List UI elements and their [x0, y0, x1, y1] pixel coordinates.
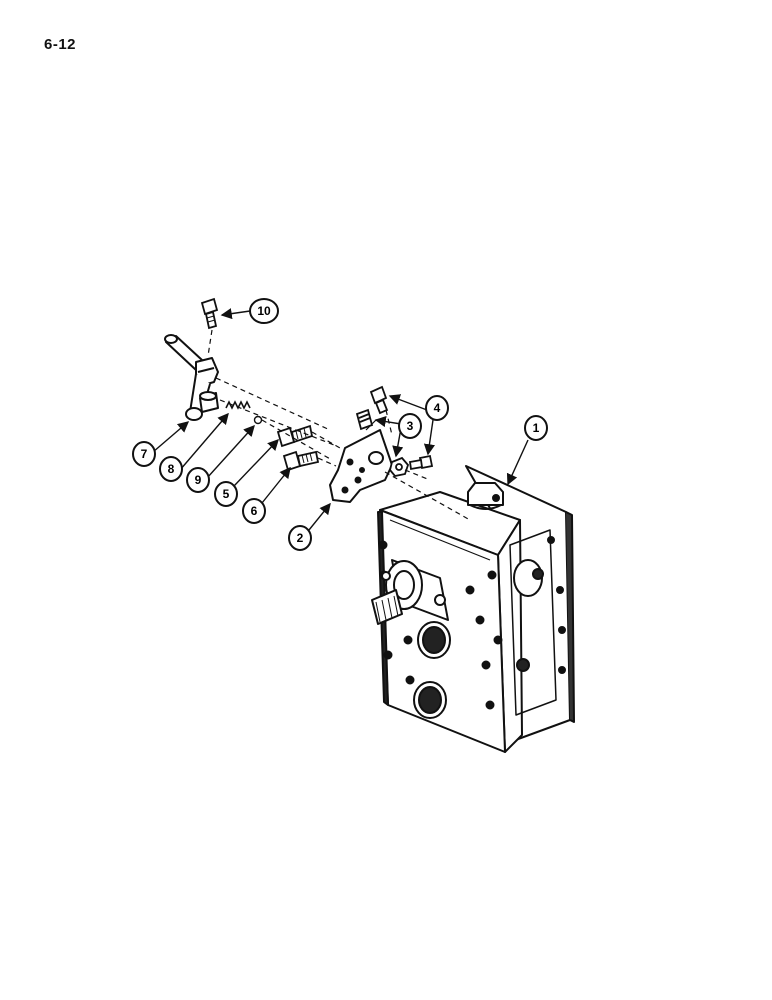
detent-ball	[253, 415, 263, 425]
shoulder-bolt-upper	[276, 424, 314, 448]
svg-text:9: 9	[195, 473, 202, 487]
callout-6: 6	[242, 498, 266, 524]
svg-text:3: 3	[407, 419, 414, 433]
callout-3: 3	[398, 413, 422, 439]
callout-1: 1	[524, 415, 548, 441]
set-screw	[355, 408, 374, 431]
shift-lever	[164, 334, 219, 421]
cap-screw-upper	[369, 385, 389, 415]
gearbox-housing	[371, 465, 575, 753]
callout-8: 8	[159, 456, 183, 482]
callout-9: 9	[186, 467, 210, 493]
mounting-plate	[329, 429, 393, 503]
callout-5: 5	[214, 481, 238, 507]
page-number: 6-12	[44, 36, 77, 53]
callout-2: 2	[288, 525, 312, 551]
callout-4: 4	[425, 395, 449, 421]
svg-text:5: 5	[223, 487, 230, 501]
svg-text:7: 7	[141, 447, 148, 461]
svg-text:6: 6	[251, 504, 258, 518]
svg-text:1: 1	[533, 421, 540, 435]
callout-10: 10	[249, 298, 279, 324]
svg-text:2: 2	[297, 531, 304, 545]
alignment-lines	[207, 329, 471, 521]
hex-nut	[389, 456, 410, 477]
shoulder-bolt-lower	[282, 450, 320, 472]
callout-7: 7	[132, 441, 156, 467]
clamp-bolt	[200, 297, 219, 330]
cap-screw-lower	[408, 454, 434, 471]
svg-text:10: 10	[257, 304, 271, 318]
svg-text:4: 4	[434, 401, 441, 415]
leader-lines	[152, 308, 529, 531]
svg-text:8: 8	[168, 462, 175, 476]
